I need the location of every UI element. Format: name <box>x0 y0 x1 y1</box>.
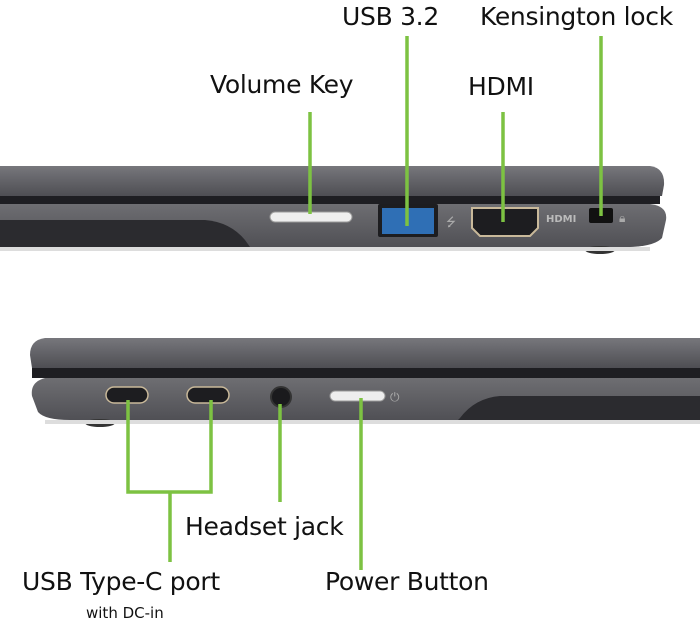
hdmi-logo: HDMI <box>546 214 576 225</box>
label-power-button: Power Button <box>325 567 489 596</box>
label-headset-jack: Headset jack <box>185 512 344 541</box>
power-button <box>329 390 386 402</box>
usb-c-port-2 <box>186 386 230 404</box>
label-usb-type-c-sub: with DC-in <box>86 604 164 622</box>
leader-lines <box>126 36 603 570</box>
power-symbol-icon: ⏻ <box>390 390 400 404</box>
lock-icon: 🔒︎ <box>619 211 625 225</box>
label-usb-3-2: USB 3.2 <box>342 2 439 31</box>
laptop-left-side: ⏻ <box>30 338 700 427</box>
label-kensington-lock: Kensington lock <box>480 2 673 31</box>
label-usb-type-c: USB Type-C port <box>22 567 220 596</box>
laptop-right-side: ⭍ HDMI 🔒︎ <box>0 166 667 254</box>
hdmi-port <box>471 207 539 237</box>
usb-symbol-icon: ⭍ <box>446 215 456 229</box>
label-hdmi: HDMI <box>468 72 534 101</box>
label-volume-key: Volume Key <box>210 70 354 99</box>
